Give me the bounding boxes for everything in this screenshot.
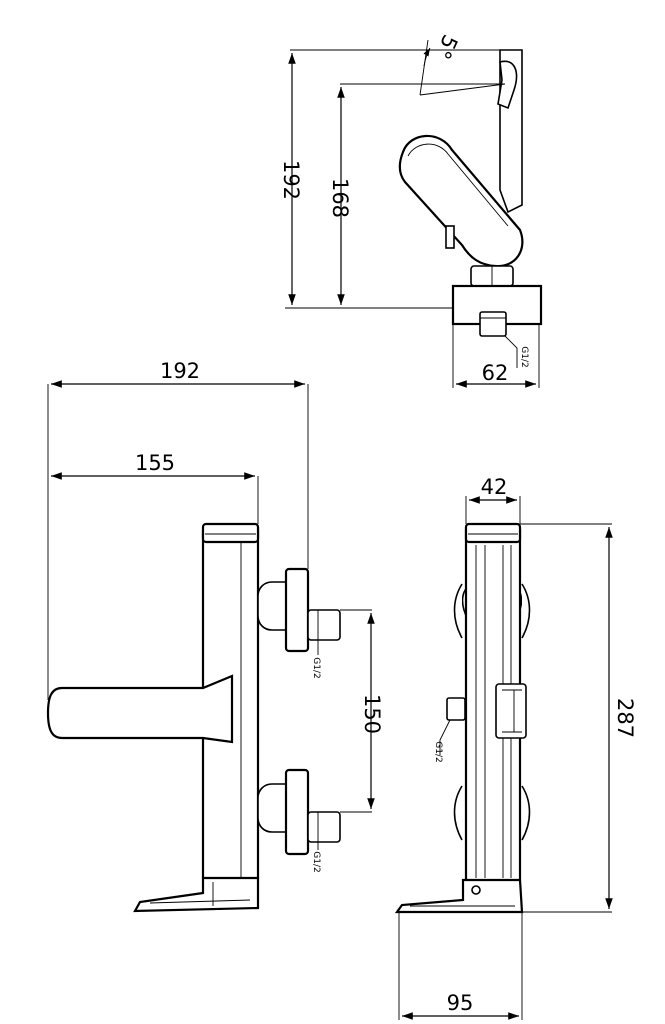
side-thread-label: G1/2: [519, 346, 529, 367]
side-stem: [445, 225, 455, 249]
front-inlet-top: [307, 609, 341, 641]
front-thread-label-top: G1/2: [311, 657, 321, 678]
side-inlet: [479, 311, 507, 337]
side-view: 192 168 5° 62 G1/2: [279, 31, 543, 388]
front-flange-bottom: [284, 768, 310, 856]
front-inlet-spacing-label: 150: [360, 694, 384, 734]
front-thread-label-bottom: G1/2: [311, 851, 321, 872]
front-view: 192 155 150 G1/2 G1/2: [46, 359, 384, 913]
front-width-spout-label: 155: [135, 451, 175, 475]
front-top-cap: [201, 522, 260, 544]
side-top-lever: [497, 60, 518, 110]
front-width-total-label: 192: [160, 359, 200, 383]
front-spout: [46, 674, 234, 744]
front-inlet-bottom: [307, 811, 341, 843]
side-height-total-label: 192: [279, 160, 303, 200]
side-spout-edge: [407, 143, 509, 227]
end-base-width-label: 95: [447, 991, 474, 1015]
end-inlet: [446, 697, 466, 721]
side-thread-leader: [504, 335, 518, 368]
side-angle-label: 5°: [430, 31, 462, 63]
end-body-width-label: 42: [481, 475, 508, 499]
end-handle-top-rim: [453, 583, 531, 639]
end-handle-bottom-rim: [453, 785, 531, 841]
end-thread-leader: [439, 719, 451, 755]
end-base: [394, 878, 524, 914]
front-base: [133, 876, 260, 913]
front-eccentric-bottom: [257, 783, 287, 833]
front-eccentric-top: [257, 581, 287, 631]
end-diverter: [495, 683, 527, 739]
end-top-cap: [464, 522, 522, 544]
end-height-label: 287: [613, 698, 637, 738]
side-height-spout-label: 168: [328, 178, 352, 218]
end-thread-label: G1/2: [433, 741, 443, 762]
front-flange-top: [284, 567, 310, 653]
side-depth-label: 62: [482, 361, 509, 385]
end-view: 42 287 95 G1/2: [394, 475, 637, 1020]
end-base-hole: [471, 885, 481, 895]
